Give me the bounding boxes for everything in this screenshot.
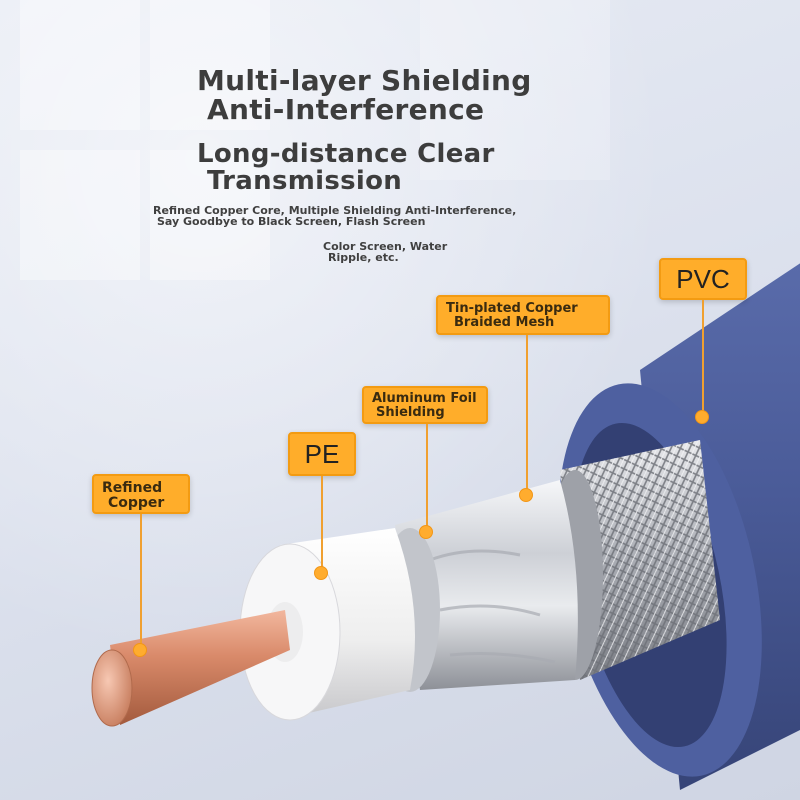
callout-foil-label-1: Aluminum Foil: [372, 391, 477, 406]
description-line-1: Refined Copper Core, Multiple Shielding …: [153, 204, 517, 217]
marker-pe: [314, 566, 328, 580]
leader-line-pe: [321, 476, 323, 568]
callout-pe-label: PE: [304, 439, 340, 469]
leader-line-pvc: [702, 300, 704, 418]
headline-line-1: Multi-layer Shielding: [197, 64, 532, 97]
marker-pvc: [695, 410, 709, 424]
leader-line-braid: [526, 335, 528, 490]
description-line-3: Color Screen, Water: [323, 240, 448, 253]
headline-line-2: Anti-Interference: [207, 93, 485, 126]
leader-line-foil: [426, 424, 428, 528]
headline-line-4: Transmission: [207, 166, 403, 196]
callout-aluminum-foil: Aluminum Foil Shielding: [362, 386, 488, 424]
callout-braided-mesh: Tin-plated Copper Braided Mesh: [436, 295, 610, 335]
marker-braid: [519, 488, 533, 502]
callout-braid-label-1: Tin-plated Copper: [446, 301, 578, 316]
callout-copper-label-1: Refined: [102, 480, 163, 496]
description-line-4: Ripple, etc.: [328, 251, 399, 264]
callout-braid-label-2: Braided Mesh: [454, 315, 555, 330]
callout-pvc: PVC: [659, 258, 747, 300]
headline-line-3: Long-distance Clear: [197, 139, 495, 169]
marker-copper: [133, 643, 147, 657]
braided-mesh: [547, 440, 720, 680]
callout-foil-label-2: Shielding: [376, 405, 445, 420]
marker-foil: [419, 525, 433, 539]
callout-copper-label-2: Copper: [108, 495, 165, 511]
callout-pvc-label: PVC: [676, 264, 730, 294]
leader-line-copper: [140, 514, 142, 644]
callout-refined-copper: Refined Copper: [92, 474, 190, 514]
description-line-2: Say Goodbye to Black Screen, Flash Scree…: [157, 215, 426, 228]
copper-core: [91, 610, 290, 727]
callout-pe: PE: [288, 432, 356, 476]
